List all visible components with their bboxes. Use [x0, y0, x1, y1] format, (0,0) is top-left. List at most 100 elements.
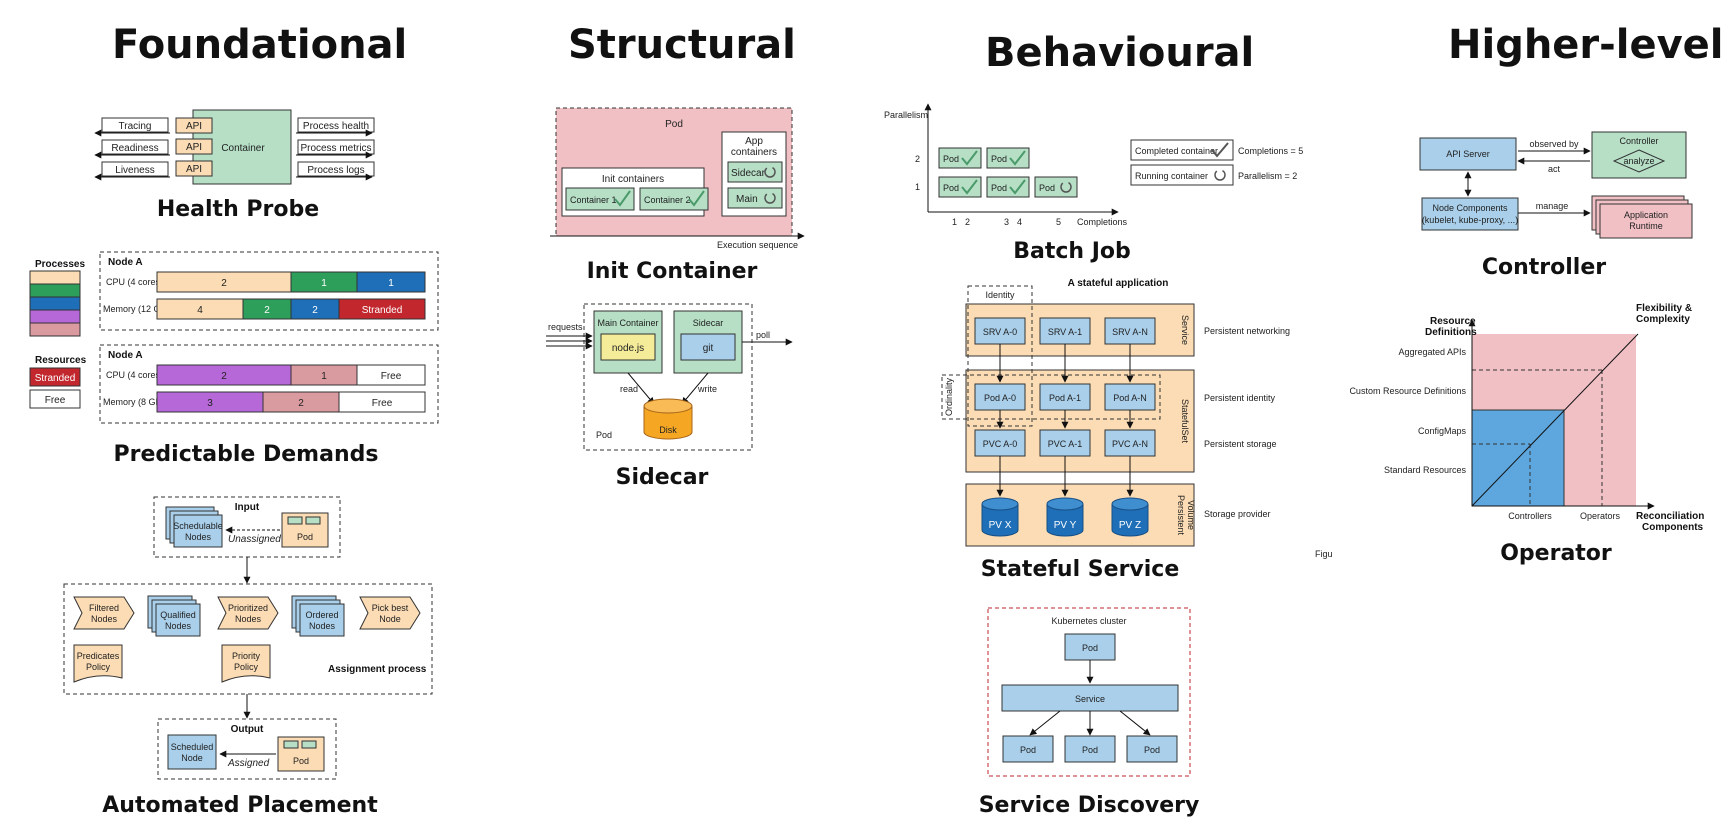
- ap-filtered-1: Filtered: [89, 603, 119, 613]
- heading-behavioural: Behavioural: [985, 30, 1254, 76]
- bj-x2: 2: [965, 217, 970, 227]
- ss-srv-n: SRV A-N: [1112, 327, 1148, 337]
- n1-mem-v4: Stranded: [362, 305, 403, 316]
- op-top-right-2: Complexity: [1636, 314, 1690, 325]
- ctrl-observed-by: observed by: [1529, 139, 1579, 149]
- init-container-2: Container 2: [644, 195, 691, 205]
- bj-running-container: Running container: [1135, 171, 1208, 181]
- probe-tracing: Tracing: [119, 121, 152, 132]
- ss-srv-0: SRV A-0: [983, 327, 1017, 337]
- node1-cpu-label: CPU (4 cores): [106, 277, 163, 287]
- node2-cpu-label: CPU (4 cores): [106, 370, 163, 380]
- sidecar-git: git: [703, 343, 714, 354]
- sd-pod-2: Pod: [1082, 745, 1098, 755]
- probe-readiness: Readiness: [111, 143, 158, 154]
- bj-pod-5: Pod: [1039, 183, 1055, 193]
- ss-pvc-n: PVC A-N: [1112, 439, 1148, 449]
- title-init-container: Init Container: [587, 259, 758, 284]
- legend-free: Free: [45, 395, 66, 406]
- ap-ordered-2: Nodes: [309, 621, 336, 631]
- ap-pickbest-1: Pick best: [372, 603, 409, 613]
- title-service-discovery: Service Discovery: [979, 793, 1200, 817]
- sidecar-pod: Pod: [596, 430, 612, 440]
- resources-legend-label: Resources: [35, 355, 87, 366]
- op-x-axis-2: Components: [1642, 522, 1704, 533]
- op-configmaps: ConfigMaps: [1418, 426, 1467, 436]
- ss-persistent-identity: Persistent identity: [1204, 393, 1276, 403]
- ap-scheduled-1: Scheduled: [171, 742, 214, 752]
- service-discovery-diagram: Kubernetes cluster Pod Service Pod Pod P…: [987, 607, 1191, 777]
- ss-persistent-storage: Persistent storage: [1204, 439, 1277, 449]
- ap-prioritized-2: Nodes: [235, 614, 262, 624]
- ss-pv-label-2: Volume: [1186, 500, 1196, 530]
- ap-pickbest-2: Node: [379, 614, 401, 624]
- n1-cpu-v3: 1: [388, 278, 394, 289]
- probe-container-label: Container: [221, 143, 265, 154]
- ss-pv-z: PV Z: [1119, 520, 1141, 531]
- n2-mem-v1: 3: [207, 398, 213, 409]
- ctrl-node-components-1: Node Components: [1432, 203, 1508, 213]
- op-crds: Custom Resource Definitions: [1349, 386, 1466, 396]
- ap-ordered-1: Ordered: [305, 610, 338, 620]
- processes-legend-label: Processes: [35, 259, 85, 270]
- sd-cluster-label: Kubernetes cluster: [1051, 616, 1126, 626]
- sidecar-main-container: Main Container: [597, 318, 658, 328]
- ctrl-manage: manage: [1536, 201, 1569, 211]
- ap-schedulable-2: Nodes: [185, 532, 212, 542]
- sidecar-nodejs: node.js: [612, 343, 644, 354]
- ap-output-label: Output: [231, 724, 264, 735]
- ap-prioritized-1: Prioritized: [228, 603, 268, 613]
- ap-qualified-1: Qualified: [160, 610, 196, 620]
- ctrl-api-server: API Server: [1446, 149, 1490, 159]
- title-stateful-service: Stateful Service: [981, 557, 1180, 582]
- ss-ordinality-label: Ordinality: [944, 377, 954, 416]
- sidecar-diagram: requests Main Container node.js Sidecar …: [546, 303, 793, 451]
- bj-pod-4: Pod: [991, 183, 1007, 193]
- n1-mem-v3: 2: [312, 305, 318, 316]
- title-sidecar: Sidecar: [616, 465, 709, 490]
- title-batch-job: Batch Job: [1013, 239, 1131, 264]
- n1-cpu-v1: 2: [221, 278, 227, 289]
- init-sidecar: Sidecar: [731, 168, 766, 179]
- op-standard-resources: Standard Resources: [1384, 465, 1467, 475]
- probe-api-2: API: [186, 142, 202, 153]
- stateful-service-diagram: A stateful application Service StatefulS…: [941, 278, 1333, 559]
- bj-completions-axis: Completions: [1077, 217, 1128, 227]
- ss-pod-n: Pod A-N: [1113, 393, 1147, 403]
- sd-service: Service: [1075, 694, 1105, 704]
- op-y-axis-2: Definitions: [1425, 327, 1477, 338]
- bj-pod-1: Pod: [943, 154, 959, 164]
- automated-placement-diagram: Input Schedulable Nodes Unassigned Pod F…: [63, 496, 433, 780]
- ctrl-act: act: [1548, 164, 1561, 174]
- sidecar-write: write: [697, 384, 717, 394]
- bj-x3: 3: [1004, 217, 1009, 227]
- sd-pod-1: Pod: [1020, 745, 1036, 755]
- ap-qualified-2: Nodes: [165, 621, 192, 631]
- bj-completed-container: Completed container: [1135, 146, 1218, 156]
- init-execution-label: Execution sequence: [717, 240, 798, 250]
- ctrl-controller: Controller: [1619, 136, 1658, 146]
- init-app-2: containers: [731, 147, 777, 158]
- node-a-2-label: Node A: [108, 350, 143, 361]
- n2-cpu-v3: Free: [381, 371, 402, 382]
- ss-pvc-0: PVC A-0: [983, 439, 1018, 449]
- bj-parallelism-eq: Parallelism = 2: [1238, 171, 1297, 181]
- heading-foundational: Foundational: [112, 22, 407, 68]
- controller-diagram: API Server Controller analyze observed b…: [1419, 131, 1693, 239]
- title-controller: Controller: [1482, 255, 1606, 280]
- n1-cpu-v2: 1: [321, 278, 327, 289]
- bj-x1: 1: [952, 217, 957, 227]
- bj-x5: 5: [1056, 217, 1061, 227]
- n1-mem-v1: 4: [197, 305, 203, 316]
- op-controllers: Controllers: [1508, 511, 1552, 521]
- legend-stranded: Stranded: [35, 373, 76, 384]
- bj-x4: 4: [1017, 217, 1022, 227]
- init-pod-label: Pod: [665, 119, 683, 130]
- n2-cpu-v1: 2: [221, 371, 227, 382]
- n1-mem-v2: 2: [264, 305, 270, 316]
- node1-mem-label: Memory (12 GB): [103, 304, 170, 314]
- sd-pod-3: Pod: [1144, 745, 1160, 755]
- init-container-diagram: Pod App containers Sidecar Main Init con…: [550, 107, 805, 250]
- probe-liveness: Liveness: [115, 165, 154, 176]
